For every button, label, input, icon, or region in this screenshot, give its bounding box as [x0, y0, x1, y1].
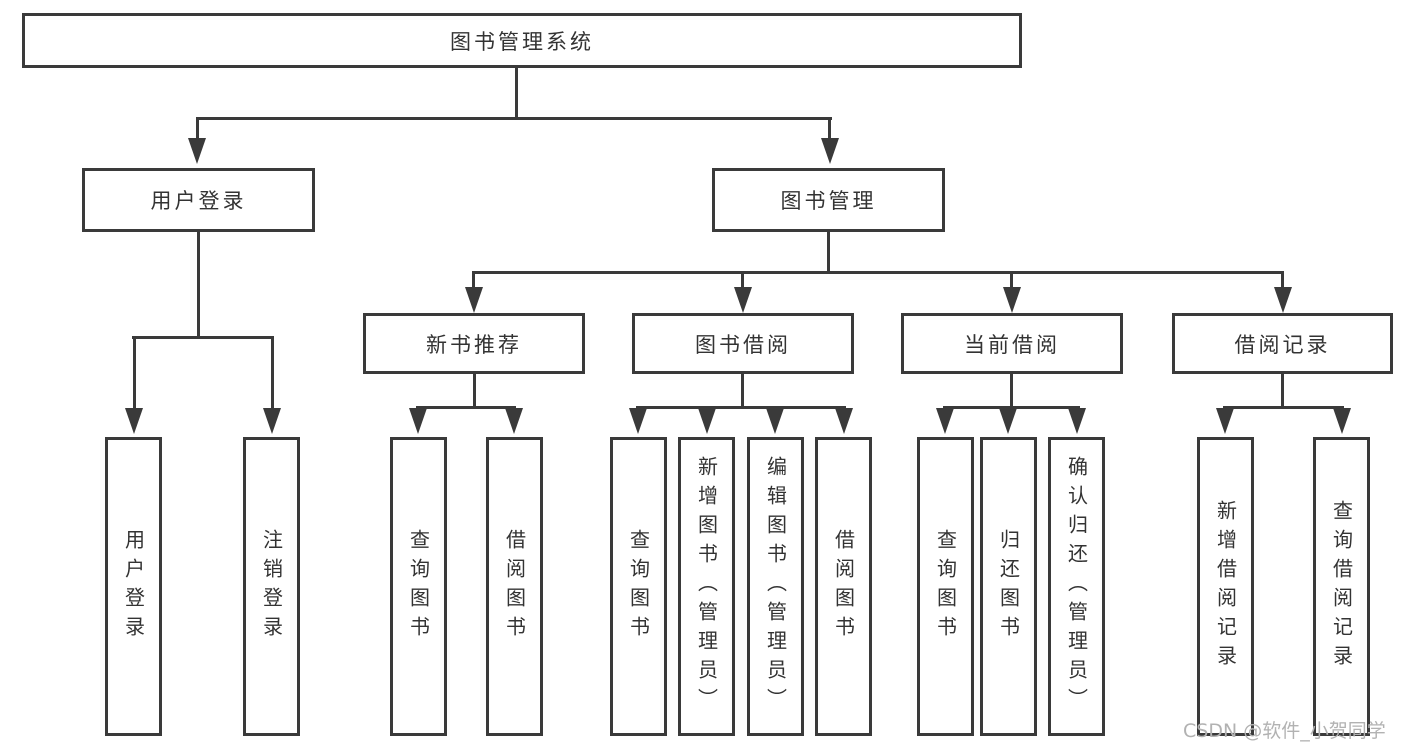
node-label: 当前借阅 [964, 332, 1060, 357]
node-leaf-add-book-admin: 新增图书（管理员） [678, 437, 735, 736]
node-leaf-query-books-current: 查询图书 [917, 437, 974, 736]
arrowhead-down-icon [698, 408, 716, 434]
arrowhead-down-icon [734, 287, 752, 313]
node-label: 编辑图书（管理员） [763, 456, 788, 717]
arrowhead-down-icon [629, 408, 647, 434]
connector-line [1281, 271, 1284, 291]
connector-line [1281, 372, 1284, 409]
node-label: 确认归还（管理员） [1064, 456, 1089, 717]
node-user-login-module: 用户登录 [82, 168, 315, 232]
connector-line [515, 67, 518, 120]
node-label: 图书管理 [780, 189, 877, 213]
node-leaf-edit-book-admin: 编辑图书（管理员） [747, 437, 804, 736]
node-book-management: 图书管理 [712, 168, 945, 232]
node-leaf-confirm-return-admin: 确认归还（管理员） [1048, 437, 1105, 736]
arrowhead-down-icon [465, 287, 483, 313]
node-label: 查询借阅记录 [1329, 499, 1354, 674]
connector-line [636, 406, 846, 409]
connector-line [472, 271, 1284, 274]
connector-line [472, 271, 475, 291]
arrowhead-down-icon [409, 408, 427, 434]
node-label: 注销登录 [259, 528, 284, 645]
node-label: 查询图书 [626, 528, 651, 645]
node-label: 图书借阅 [695, 332, 791, 357]
connector-line [828, 117, 831, 142]
node-label: 用户登录 [121, 528, 146, 645]
csdn-watermark: CSDN @软件_小贺同学 [1183, 720, 1386, 742]
connector-line [133, 336, 136, 410]
node-book-borrowing: 图书借阅 [632, 313, 854, 374]
node-new-book-recommend: 新书推荐 [363, 313, 585, 374]
arrowhead-down-icon [1216, 408, 1234, 434]
connector-line [741, 372, 744, 409]
arrowhead-down-icon [835, 408, 853, 434]
connector-line [943, 406, 1080, 409]
arrowhead-down-icon [505, 408, 523, 434]
node-leaf-return-book: 归还图书 [980, 437, 1037, 736]
connector-line [196, 117, 199, 142]
node-leaf-query-borrow-record: 查询借阅记录 [1313, 437, 1370, 736]
node-leaf-logout: 注销登录 [243, 437, 300, 736]
arrowhead-down-icon [263, 408, 281, 434]
arrowhead-down-icon [1003, 287, 1021, 313]
arrowhead-down-icon [1333, 408, 1351, 434]
node-label: 借阅图书 [502, 528, 527, 645]
arrowhead-down-icon [125, 408, 143, 434]
connector-line [1010, 271, 1013, 291]
connector-line [741, 271, 744, 291]
arrowhead-down-icon [936, 408, 954, 434]
arrowhead-down-icon [821, 138, 839, 164]
arrowhead-down-icon [188, 138, 206, 164]
node-leaf-user-login: 用户登录 [105, 437, 162, 736]
node-label: 查询图书 [406, 528, 431, 645]
node-borrowing-records: 借阅记录 [1172, 313, 1393, 374]
connector-line [132, 336, 274, 339]
connector-line [1010, 372, 1013, 409]
node-leaf-query-books-recommend: 查询图书 [390, 437, 447, 736]
node-current-borrowing: 当前借阅 [901, 313, 1123, 374]
arrowhead-down-icon [1068, 408, 1086, 434]
node-leaf-borrow-books-recommend: 借阅图书 [486, 437, 543, 736]
node-leaf-add-borrow-record: 新增借阅记录 [1197, 437, 1254, 736]
node-label: 新增图书（管理员） [694, 456, 719, 717]
connector-line [416, 406, 516, 409]
node-label: 借阅记录 [1234, 332, 1331, 357]
arrowhead-down-icon [766, 408, 784, 434]
node-label: 查询图书 [933, 528, 958, 645]
node-leaf-query-books-borrow: 查询图书 [610, 437, 667, 736]
node-label: 用户登录 [150, 189, 247, 213]
connector-line [473, 372, 476, 409]
connector-line [271, 336, 274, 410]
node-library-management-system: 图书管理系统 [22, 13, 1022, 68]
node-label: 归还图书 [996, 528, 1021, 645]
connector-line [1223, 406, 1344, 409]
arrowhead-down-icon [1274, 287, 1292, 313]
connector-line [197, 231, 200, 338]
node-label: 图书管理系统 [450, 29, 594, 54]
node-label: 新书推荐 [426, 332, 522, 357]
node-label: 新增借阅记录 [1213, 499, 1238, 674]
arrowhead-down-icon [999, 408, 1017, 434]
connector-line [827, 231, 830, 274]
node-leaf-borrow-books-borrow: 借阅图书 [815, 437, 872, 736]
connector-line [196, 117, 832, 120]
node-label: 借阅图书 [831, 528, 856, 645]
